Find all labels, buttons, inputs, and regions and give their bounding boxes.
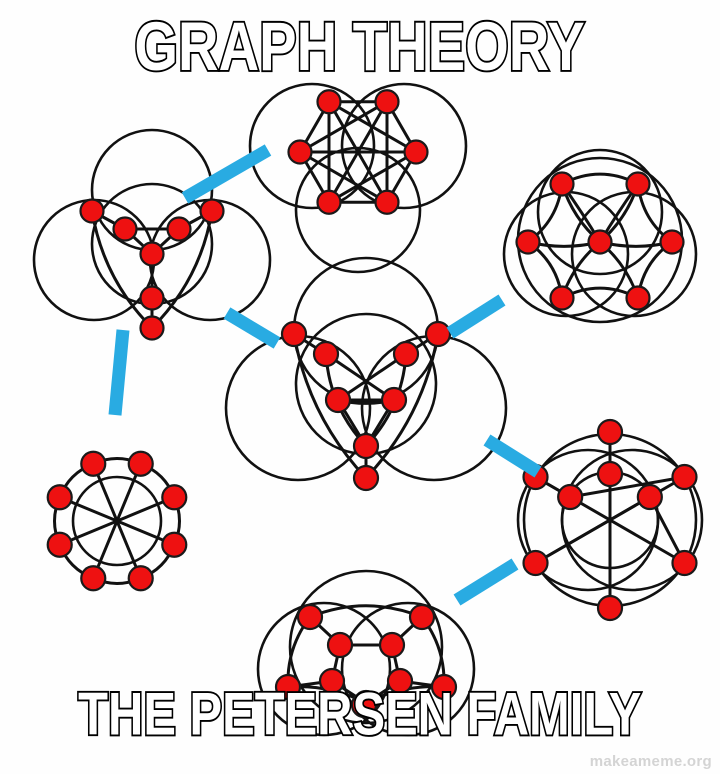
graph-vertex: [161, 531, 188, 558]
graph-vertex: [46, 484, 73, 511]
graph-circle: [340, 601, 476, 737]
graph-vertex: [374, 89, 400, 115]
graph-vertex: [318, 667, 346, 695]
graph-vertex: [350, 691, 378, 719]
graph-vertex: [139, 285, 165, 311]
graph-edge-arc: [292, 332, 368, 480]
meme-top-text: GRAPH THEORY: [0, 11, 720, 84]
graph-vertex: [274, 673, 302, 701]
graph-edge: [327, 150, 418, 204]
graph-vertex: [80, 565, 107, 592]
graph-center: [224, 256, 508, 492]
graph-vertex: [127, 450, 154, 477]
graph-vertex: [549, 171, 575, 197]
graph-vertex: [380, 386, 408, 414]
graph-vertex: [139, 241, 165, 267]
graph-vertex: [378, 631, 406, 659]
graph-vertex: [659, 229, 685, 255]
graph-edge: [298, 150, 389, 204]
connector-c1: [181, 144, 272, 204]
graph-circle: [256, 601, 392, 737]
graph-vertex: [596, 460, 624, 488]
graph-vertex: [326, 631, 354, 659]
graph-k6: [248, 82, 468, 274]
graph-circle: [560, 448, 704, 592]
graph-circle: [294, 146, 422, 274]
connector-c3: [108, 329, 130, 416]
graph-vertex: [112, 216, 138, 242]
graph-vertex: [557, 483, 584, 511]
graph-edge: [534, 495, 652, 565]
graph-vertex: [139, 315, 165, 341]
graph-circle: [71, 475, 163, 567]
graph-edge: [324, 352, 396, 402]
graph-vertex: [386, 667, 414, 695]
graph-edge: [58, 495, 176, 547]
graph-vertex: [671, 549, 698, 577]
graph-vertex: [636, 483, 663, 511]
graph-vertex: [199, 198, 225, 224]
graph-vertex: [408, 603, 436, 631]
connector-c4: [446, 294, 506, 339]
graph-circle: [340, 82, 468, 210]
graph-edge-arc: [308, 604, 424, 619]
graph-vertex: [161, 484, 188, 511]
graph-vertex: [280, 320, 308, 348]
graph-vertex: [296, 603, 324, 631]
graph-circle: [288, 569, 444, 725]
graph-edge: [568, 475, 686, 499]
graph-vertex: [316, 189, 342, 215]
graph-vertex: [374, 189, 400, 215]
graph-edge-arc: [90, 209, 154, 330]
graph-vertex: [625, 285, 651, 311]
meme-top-text-label: GRAPH THEORY: [133, 8, 586, 86]
graph-vertex: [312, 340, 340, 368]
graph-edge: [568, 495, 686, 565]
graph-vertex: [127, 565, 154, 592]
graph-vertex: [287, 139, 313, 165]
connector-c6: [453, 558, 519, 606]
graph-vertex: [352, 464, 380, 492]
graph-top-right: [502, 148, 698, 324]
graph-top-left: [32, 128, 272, 341]
graph-vertex: [522, 549, 549, 577]
graph-edge: [298, 100, 389, 154]
graph-vertex: [430, 673, 458, 701]
graph-bottom-right: [516, 418, 704, 622]
graph-vertex: [316, 89, 342, 115]
graph-vertex: [166, 216, 192, 242]
graph-circle: [516, 448, 660, 592]
watermark-label: makeameme.org: [589, 753, 712, 770]
graph-vertex: [587, 229, 613, 255]
graph-circle: [536, 148, 664, 276]
graph-vertex: [392, 340, 420, 368]
graph-edge-arc: [150, 209, 214, 330]
graph-vertex: [596, 418, 624, 446]
graph-vertex: [79, 198, 105, 224]
connector-c5: [483, 434, 542, 478]
graph-vertex: [596, 594, 624, 622]
connector-bars: [108, 144, 542, 606]
graph-edge: [336, 352, 408, 402]
graph-petersen: [256, 569, 476, 737]
meme-bottom-text: THE PETERSEN FAMILY: [0, 681, 720, 745]
graph-vertex: [46, 531, 73, 558]
graph-circle: [248, 82, 376, 210]
graph-vertex: [352, 432, 380, 460]
graph-vertex: [549, 285, 575, 311]
graph-wagner: [46, 450, 188, 592]
graph-vertex: [403, 139, 429, 165]
graph-edge-arc: [364, 332, 440, 480]
graph-vertex: [671, 463, 698, 491]
connector-c2: [223, 307, 281, 349]
graph-vertex: [324, 386, 352, 414]
graph-vertex: [625, 171, 651, 197]
graph-vertex: [424, 320, 452, 348]
meme-bottom-text-label: THE PETERSEN FAMILY: [77, 679, 643, 748]
graph-vertex: [80, 450, 107, 477]
graph-vertex: [515, 229, 541, 255]
